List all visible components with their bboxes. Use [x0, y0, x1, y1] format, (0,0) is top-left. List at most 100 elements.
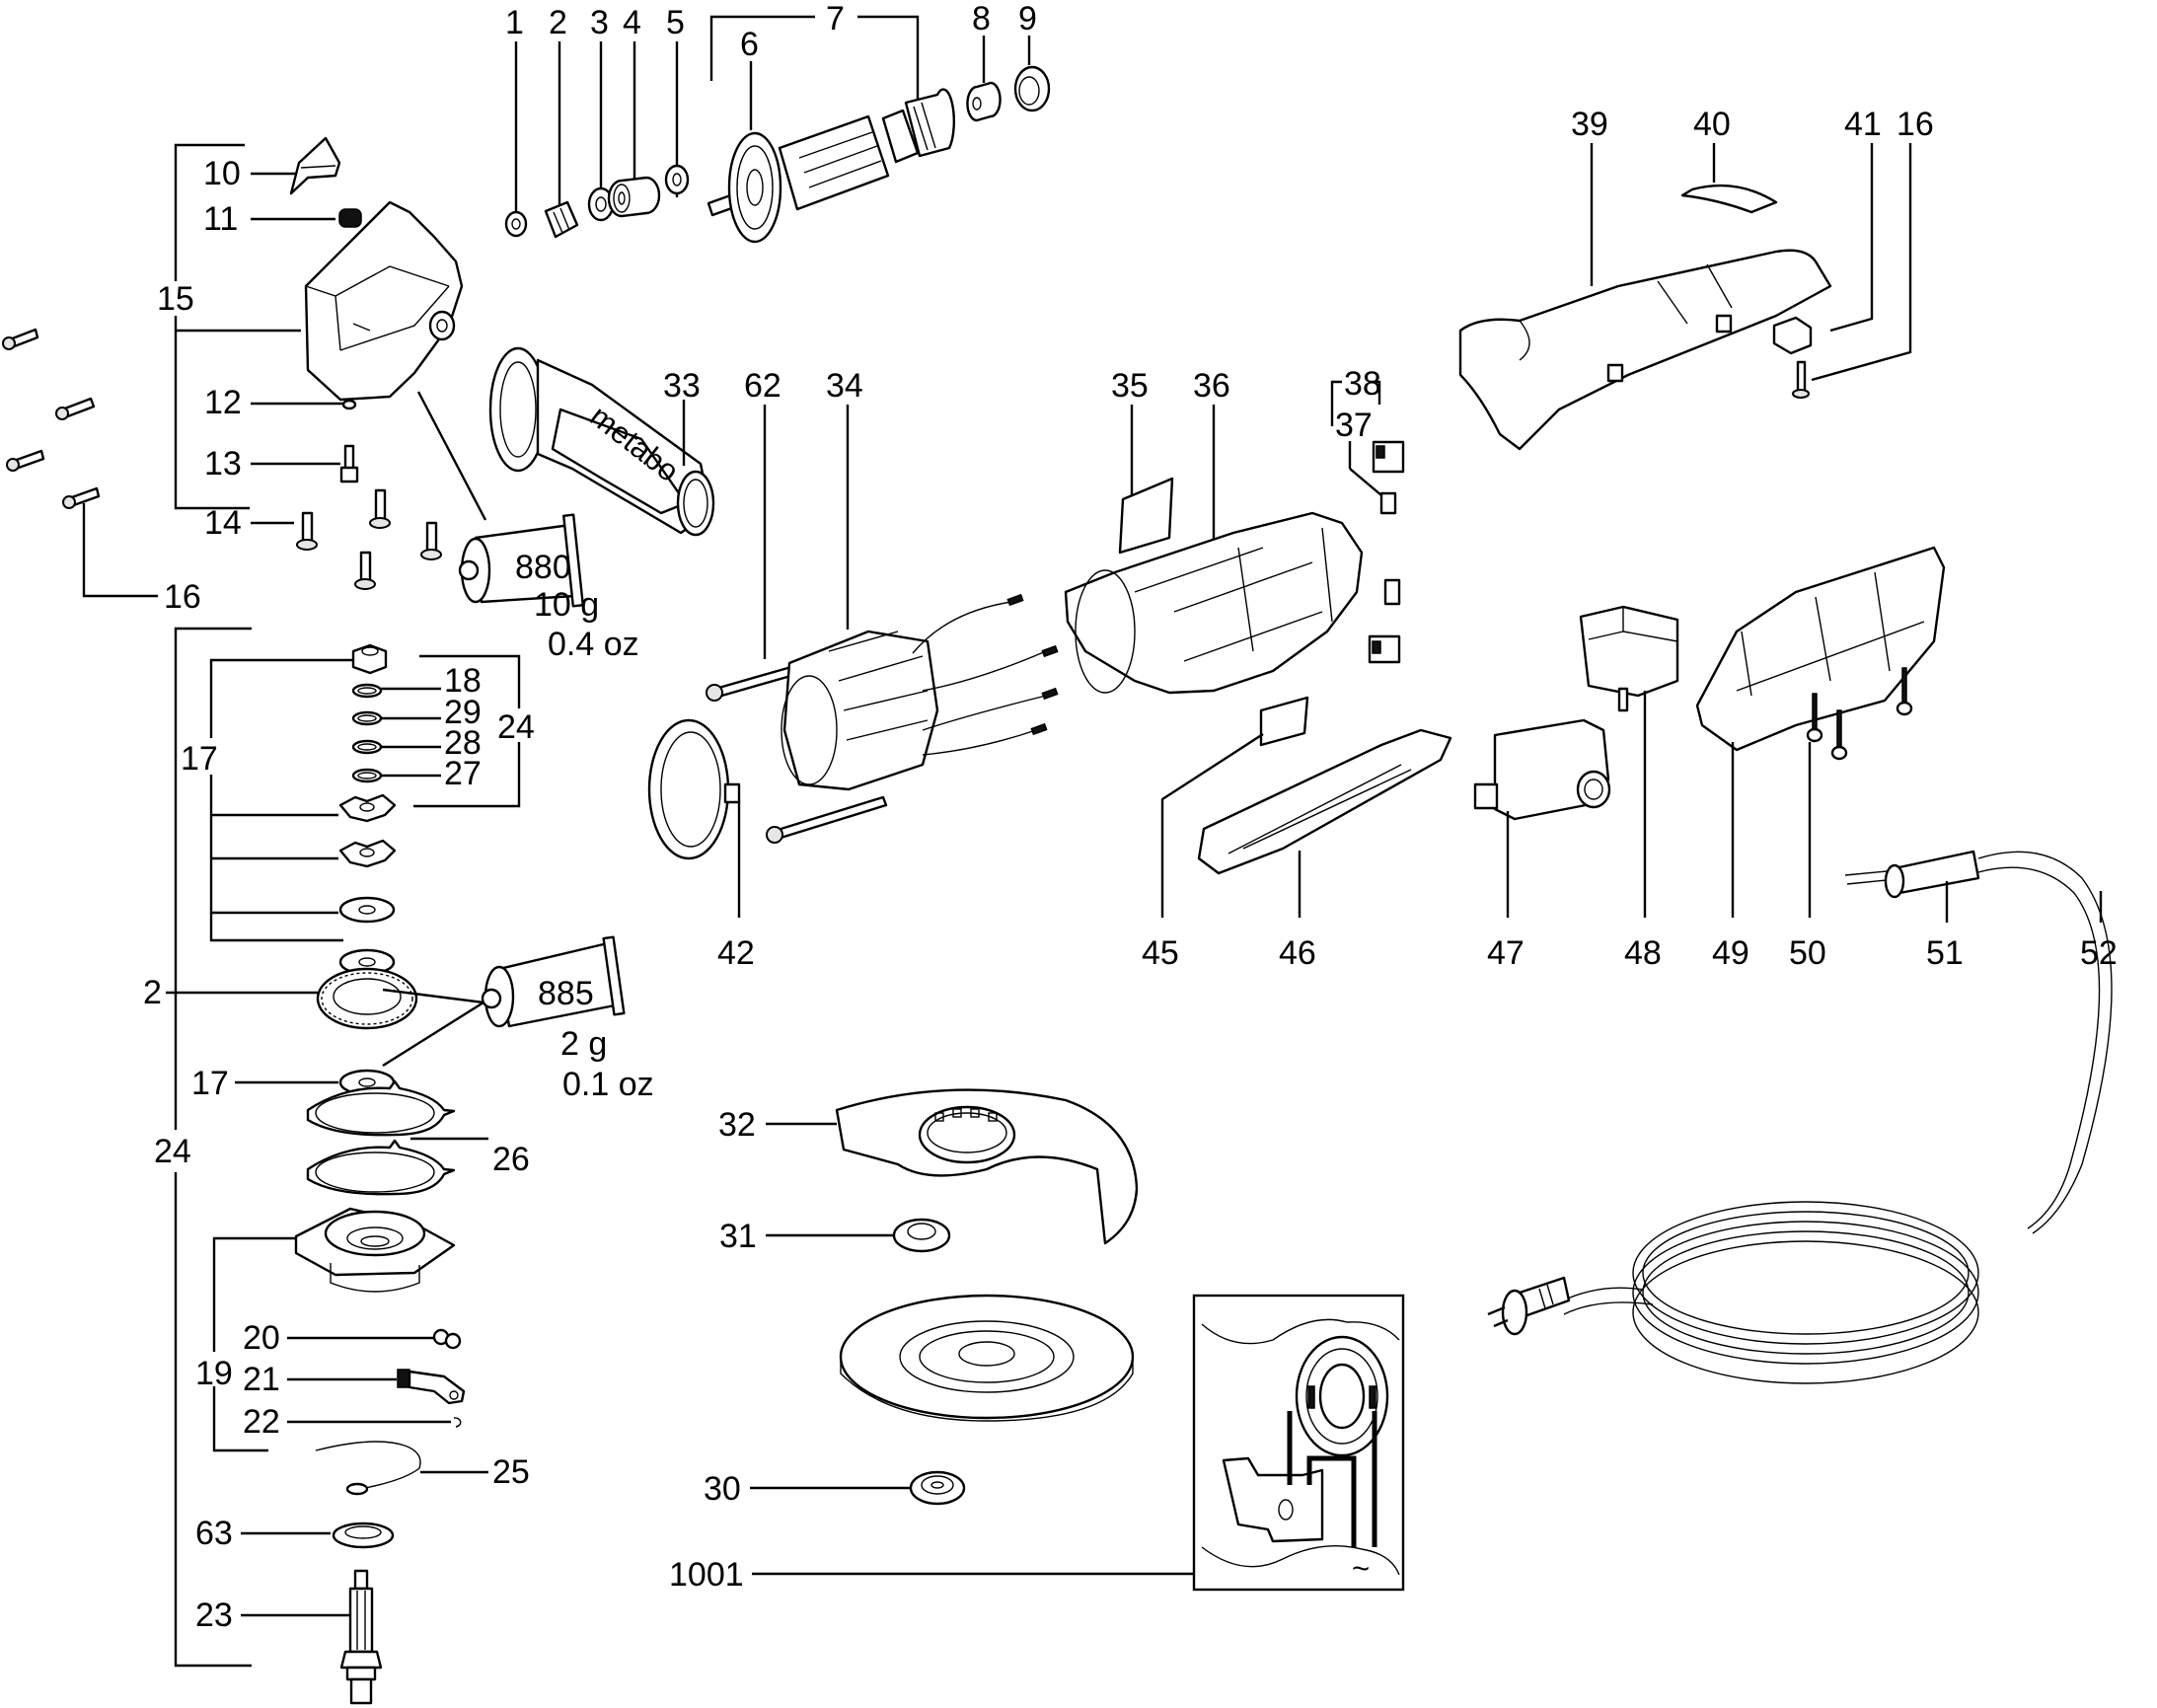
callout-14: 14 — [204, 504, 294, 542]
part-48-capacitor: 48 — [1579, 605, 1679, 972]
svg-text:6: 6 — [740, 26, 759, 63]
svg-text:39: 39 — [1571, 106, 1608, 143]
svg-text:25: 25 — [492, 1453, 530, 1491]
grinding-disc — [839, 1294, 1135, 1422]
part-10-lever — [289, 136, 341, 195]
part-14-screws — [296, 488, 442, 590]
part-42-fan-baffle: 42 — [647, 718, 755, 972]
svg-text:35: 35 — [1111, 367, 1149, 405]
callout-34: 34 — [826, 367, 863, 630]
svg-text:36: 36 — [1193, 367, 1230, 405]
part-47-switch: 47 — [1473, 718, 1611, 972]
svg-text:24: 24 — [497, 708, 535, 746]
part-30-flange-nut: 30 — [704, 1470, 966, 1508]
svg-text:0.4 oz: 0.4 oz — [548, 626, 639, 663]
callout-12: 12 — [204, 384, 343, 421]
part-46-switch-rod: 46 — [1197, 728, 1452, 972]
svg-text:33: 33 — [663, 367, 701, 405]
svg-text:48: 48 — [1624, 934, 1662, 972]
part-32-wheel-guard: 32 — [718, 1088, 1139, 1245]
svg-text:8: 8 — [972, 0, 991, 37]
part-36-motor-housing — [1064, 511, 1364, 695]
part-52-power-cord: 52 — [1558, 851, 2118, 1384]
callout-18: 18 — [381, 662, 482, 700]
svg-text:1001: 1001 — [669, 1556, 744, 1594]
callout-45: 45 — [1142, 696, 1309, 972]
callout-40: 40 — [1680, 106, 1778, 214]
bracket-19: 19 — [195, 1236, 296, 1452]
svg-text:14: 14 — [204, 504, 242, 542]
svg-text:19: 19 — [195, 1355, 233, 1392]
svg-text:38: 38 — [1344, 365, 1381, 403]
bracket-15: 15 — [157, 143, 301, 510]
callout-3: 3 — [590, 4, 609, 203]
part-34-stator — [781, 593, 1059, 791]
callout-63: 63 — [195, 1515, 395, 1552]
callout-23: 23 — [195, 1569, 383, 1705]
part-13-pin — [339, 444, 359, 483]
part-12-clip — [341, 399, 357, 410]
svg-text:42: 42 — [717, 934, 755, 972]
part-39-handle-cover — [1458, 249, 1832, 451]
part-19-bearing-flange — [294, 1207, 456, 1293]
svg-text:9: 9 — [1018, 0, 1037, 37]
callout-11: 11 — [203, 200, 335, 238]
part-51-cord-sleeve: 51 — [1844, 850, 1980, 972]
svg-text:27: 27 — [444, 755, 482, 792]
svg-text:41: 41 — [1844, 106, 1882, 143]
svg-text:885: 885 — [538, 975, 594, 1012]
bracket-24-main: 24 — [154, 627, 252, 1668]
part-33-side-handle: metabo 33 — [488, 346, 715, 537]
part-2-bevel-gear: 2 — [143, 967, 418, 1030]
svg-text:16: 16 — [164, 578, 201, 616]
callout-36: 36 — [1193, 367, 1230, 553]
svg-text:10: 10 — [203, 155, 241, 192]
part-1-nut — [504, 210, 528, 238]
svg-text:52: 52 — [2080, 934, 2118, 972]
svg-text:17: 17 — [181, 740, 218, 778]
svg-text:28: 28 — [444, 724, 482, 762]
svg-text:1: 1 — [505, 4, 524, 41]
callout-29: 29 — [381, 694, 482, 731]
svg-text:12: 12 — [204, 384, 242, 421]
part-50-screws: 50 — [1789, 667, 1913, 972]
grease-tube-885: 885 2 g 0.1 oz — [382, 935, 654, 1103]
spindle-stack-parts — [338, 643, 397, 976]
svg-text:37: 37 — [1335, 407, 1373, 444]
callout-25: 25 — [315, 1441, 530, 1496]
part-2-pinion — [544, 200, 579, 239]
callout-8: 8 — [972, 0, 991, 83]
svg-text:13: 13 — [204, 445, 242, 483]
part-8-bearing — [966, 81, 1002, 122]
callout-20: 20 — [243, 1319, 462, 1357]
svg-text:29: 29 — [444, 694, 482, 731]
bracket-24-sub: 24 — [413, 654, 535, 808]
svg-text:62: 62 — [744, 367, 781, 405]
svg-text:31: 31 — [719, 1218, 757, 1255]
svg-text:26: 26 — [492, 1141, 530, 1178]
power-plug — [1487, 1276, 1571, 1336]
svg-text:47: 47 — [1487, 934, 1525, 972]
callout-9: 9 — [1018, 0, 1037, 65]
callout-6: 6 — [740, 26, 759, 130]
svg-text:49: 49 — [1712, 934, 1749, 972]
bracket-17: 17 — [181, 658, 358, 942]
svg-text:30: 30 — [704, 1470, 741, 1508]
callout-4: 4 — [623, 4, 641, 193]
svg-text:45: 45 — [1142, 934, 1179, 972]
svg-text:50: 50 — [1789, 934, 1826, 972]
svg-text:40: 40 — [1693, 106, 1731, 143]
callout-16-left: 16 — [82, 503, 201, 616]
part-11-spring — [338, 208, 362, 228]
svg-text:34: 34 — [826, 367, 863, 405]
svg-text:20: 20 — [243, 1319, 280, 1357]
svg-text:880: 880 — [515, 549, 571, 586]
svg-text:22: 22 — [243, 1403, 280, 1441]
callout-1: 1 — [505, 4, 524, 217]
svg-text:4: 4 — [623, 4, 641, 41]
svg-text:2: 2 — [549, 4, 567, 41]
part-16-screws-left — [2, 328, 101, 509]
part-17-washer: 17 — [191, 1065, 396, 1102]
callout-39: 39 — [1571, 106, 1608, 286]
